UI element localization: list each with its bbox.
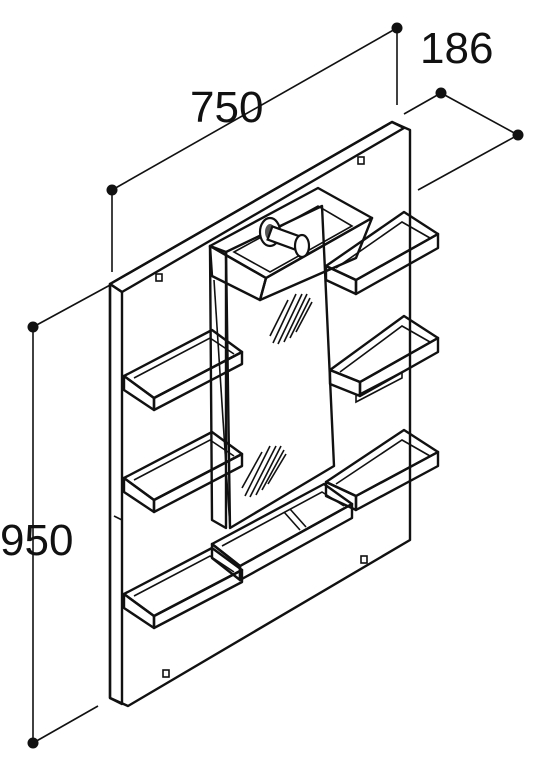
mount-hole-bottom-right [360,555,368,564]
shelf-left-top [122,328,244,412]
mirror-face [224,204,336,530]
mirror-case-side [208,244,228,530]
width-dimension-label: 750 [190,83,263,132]
bottom-tray [210,482,354,582]
mount-hole-bottom-left [162,669,170,678]
faucet-fitting [258,216,311,259]
faucet-head [293,233,311,259]
mirror-reflection-lower [241,445,287,498]
shelf-right-bottom [324,428,440,512]
depth-extension-back [417,134,519,191]
shelf-left-bottom [122,546,244,630]
depth-dimension-label: 186 [420,24,493,73]
light-hood-left [208,244,268,302]
back-panel-top-edge [108,120,406,294]
mirror-reflection-upper [269,293,313,345]
dimension-lines [27,22,524,749]
light-hood [208,186,374,302]
depth-extension-front [403,92,442,115]
bottom-tray-left [210,542,242,582]
height-dimension-label: 950 [0,516,73,565]
light-hood-recess [232,205,354,273]
height-extension-bottom [32,705,99,744]
mount-hole-top-left [155,273,163,282]
bottom-tray-divider [283,511,301,531]
mount-hole-top-right [357,156,365,165]
height-extension-top [32,283,113,328]
mirror-inner-edge [213,279,231,529]
outlet-strip [355,370,403,404]
shelf-right-top [324,210,440,296]
back-panel-left-edge [108,282,124,706]
shelf-left-middle [122,430,244,514]
right-shelves [324,210,440,512]
width-dimension-line [111,27,398,191]
left-shelves [122,328,244,630]
panel-notch [113,515,123,521]
cabinet-body [108,120,412,708]
depth-dimension-line [440,92,519,136]
bottom-tray-inner [221,491,345,547]
shelf-right-middle [328,314,440,404]
bottom-tray-divider-2 [289,508,307,528]
mirror-case [208,204,336,530]
